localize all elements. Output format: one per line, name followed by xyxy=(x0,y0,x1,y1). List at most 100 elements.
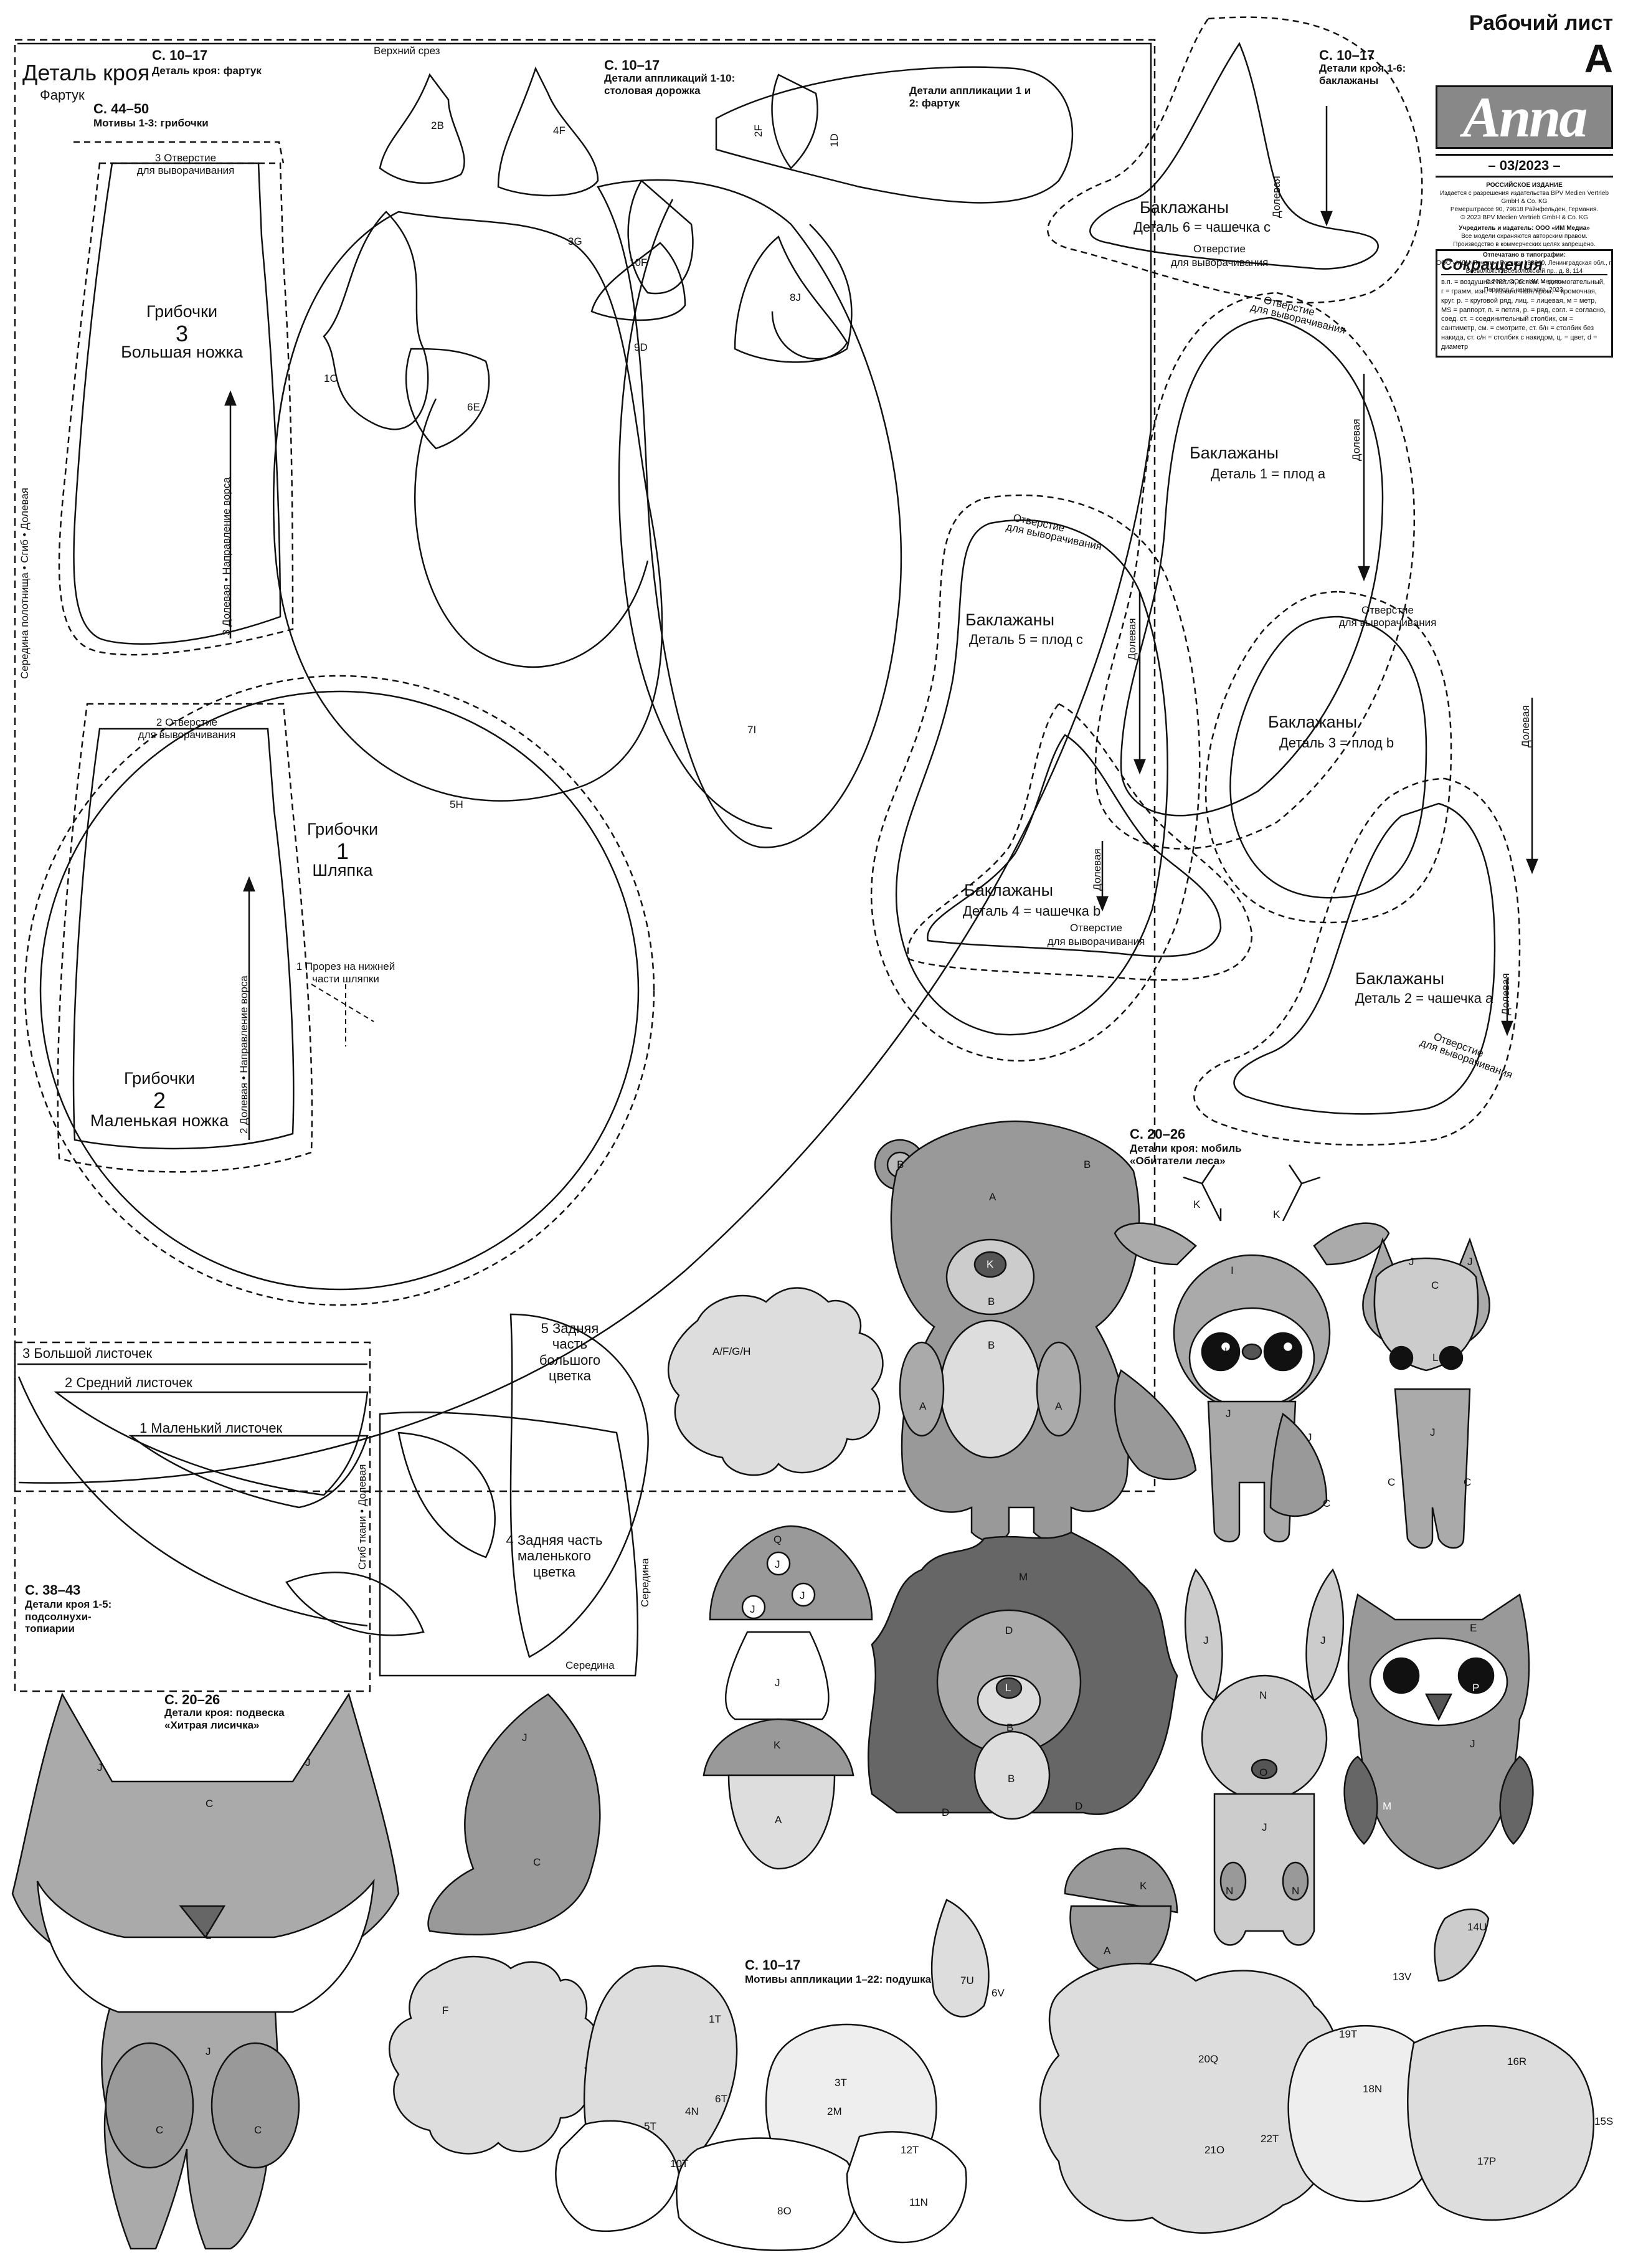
eggplant-2 xyxy=(1233,802,1496,1115)
apron-applique-2 xyxy=(771,74,818,169)
flower-back-small-label: 4 Задняя часть маленького цветка xyxy=(506,1532,603,1580)
mushroom-stem-3-seam xyxy=(58,162,294,656)
forest-mobile-label: Детали кроя: мобиль «Обитатели леса» xyxy=(1130,1142,1242,1167)
imprint: РОССИЙСКОЕ ИЗДАНИЕ Издается с разрешения… xyxy=(1436,182,1612,293)
eggplant-calyx-4f xyxy=(497,66,599,197)
code: 6E xyxy=(467,401,480,413)
page-ref: С. 38–43 xyxy=(25,1582,81,1598)
grain-label: Долевая xyxy=(1500,973,1512,1015)
code: N xyxy=(1226,1885,1234,1897)
runner-label: Детали аппликаций 1-10: столовая дорожка xyxy=(604,72,736,97)
code: E xyxy=(1470,1622,1477,1634)
code: J xyxy=(1470,1738,1475,1750)
code: D xyxy=(1005,1625,1013,1636)
code: 3T xyxy=(835,2077,847,2089)
abbreviations-heading: Сокращения xyxy=(1441,255,1607,275)
sunflower-label: Детали кроя 1-5: подсолнухи-топиарии xyxy=(25,1598,112,1635)
code: 8J xyxy=(790,292,801,303)
eggplant-5-seam xyxy=(870,494,1201,1062)
code: O xyxy=(1259,1767,1268,1778)
code: P xyxy=(1472,1682,1480,1694)
leaf-big-curve xyxy=(17,1376,368,1627)
code: K xyxy=(987,1258,994,1270)
mushroom-stem-3-cut xyxy=(73,141,285,164)
code: J xyxy=(1409,1256,1414,1268)
slit-mark xyxy=(311,984,374,1022)
eggplant-big-3 xyxy=(618,199,773,830)
eggplant-3-label: Деталь 3 = плод b xyxy=(1279,735,1394,751)
code: D xyxy=(1075,1800,1083,1812)
code: 10F xyxy=(629,257,648,268)
piece-number: 3 xyxy=(175,321,189,346)
opening-label: 3 Отверстие xyxy=(154,152,217,164)
page-ref: С. 20–26 xyxy=(164,1692,220,1707)
apron-outline xyxy=(17,42,1152,1484)
mid-leaf-label: 2 Средний листочек xyxy=(65,1375,192,1390)
flower-back-big-label: 5 Задняя часть большого цветка xyxy=(539,1321,601,1383)
eggplant-title: Баклажаны xyxy=(1140,198,1229,217)
code: A xyxy=(1055,1400,1062,1412)
grain-arrow-5-head xyxy=(1133,759,1146,775)
mushroom-cap-1-seam xyxy=(24,675,655,1306)
code: 1C xyxy=(324,372,338,384)
opening-label: Отверстие xyxy=(1361,604,1414,616)
oak-leaf-gray xyxy=(667,1287,884,1476)
code: J xyxy=(775,1559,780,1570)
detail-cut-label: Деталь кроя xyxy=(22,60,150,85)
code: 6V xyxy=(991,1987,1005,1999)
code: N xyxy=(1259,1689,1267,1701)
eggplant-title: Баклажаны xyxy=(1355,969,1445,988)
leaf-mid xyxy=(54,1391,369,1496)
code: 7I xyxy=(747,724,757,736)
turning-label: для выворачивания xyxy=(1170,257,1269,268)
code: J xyxy=(1262,1821,1267,1833)
grain-arrow-3b-head xyxy=(1526,858,1538,875)
code: 20Q xyxy=(1198,2053,1219,2065)
big-leaf-label: 3 Большой листочек xyxy=(22,1345,153,1361)
code: 1T xyxy=(709,2013,721,2025)
code: J xyxy=(1307,1431,1312,1443)
fox-pendant xyxy=(11,1692,400,2250)
eggplant-big-2 xyxy=(597,179,902,848)
eggplant-2-seam xyxy=(1193,777,1521,1146)
turning-label: для выворачивания xyxy=(1338,617,1437,629)
code: J xyxy=(1203,1635,1209,1646)
code: 18N xyxy=(1363,2083,1383,2095)
code: C xyxy=(1388,1476,1396,1488)
eggplant-4-seam xyxy=(907,703,1253,981)
page-ref: С. 10–17 xyxy=(1319,47,1375,63)
big-stem-label: Большая ножка xyxy=(121,343,243,361)
mushroom-stem-3 xyxy=(73,162,282,645)
issue-number: – 03/2023 – xyxy=(1436,154,1613,178)
grain-arrow-6-head xyxy=(1320,211,1333,227)
code: 15S xyxy=(1594,2115,1614,2127)
code: B xyxy=(897,1159,904,1170)
apron-label: Фартук xyxy=(40,87,85,103)
grain-arrow-4-head xyxy=(1096,896,1109,912)
vegetable-pillow xyxy=(555,1899,1594,2251)
small-leaf-label: 1 Маленький листочек xyxy=(140,1420,283,1436)
code: 7U xyxy=(960,1975,974,1986)
fold-center-label: Середина полотнища • Сгиб • Долевая xyxy=(19,487,31,679)
eggplant-title: Баклажаны xyxy=(965,610,1055,629)
code: 8O xyxy=(777,2205,792,2217)
code: K xyxy=(1273,1208,1280,1220)
eggplant-5 xyxy=(895,519,1168,1036)
worksheet-title: Рабочий лист A xyxy=(1469,11,1613,81)
code: C xyxy=(206,1798,214,1810)
code: 3G xyxy=(568,235,582,247)
mushroom-stem-2 xyxy=(72,728,295,1150)
grain-label: Долевая xyxy=(1350,419,1362,461)
eggplant-5-label: Деталь 5 = плод с xyxy=(969,632,1083,647)
abbreviations-box: Сокращения в.п. = воздушная петля, вспом… xyxy=(1436,249,1613,358)
eggplant-title: Баклажаны xyxy=(964,881,1054,899)
code: J xyxy=(305,1757,311,1768)
grain-arrow-2b-head xyxy=(1501,1020,1513,1037)
code: A xyxy=(775,1814,782,1826)
fox-tail xyxy=(427,1693,601,1936)
eggplant-1 xyxy=(1120,316,1384,817)
code: A xyxy=(1104,1945,1111,1957)
code: C xyxy=(254,2124,262,2136)
eggplant-6-seam xyxy=(1047,16,1423,304)
